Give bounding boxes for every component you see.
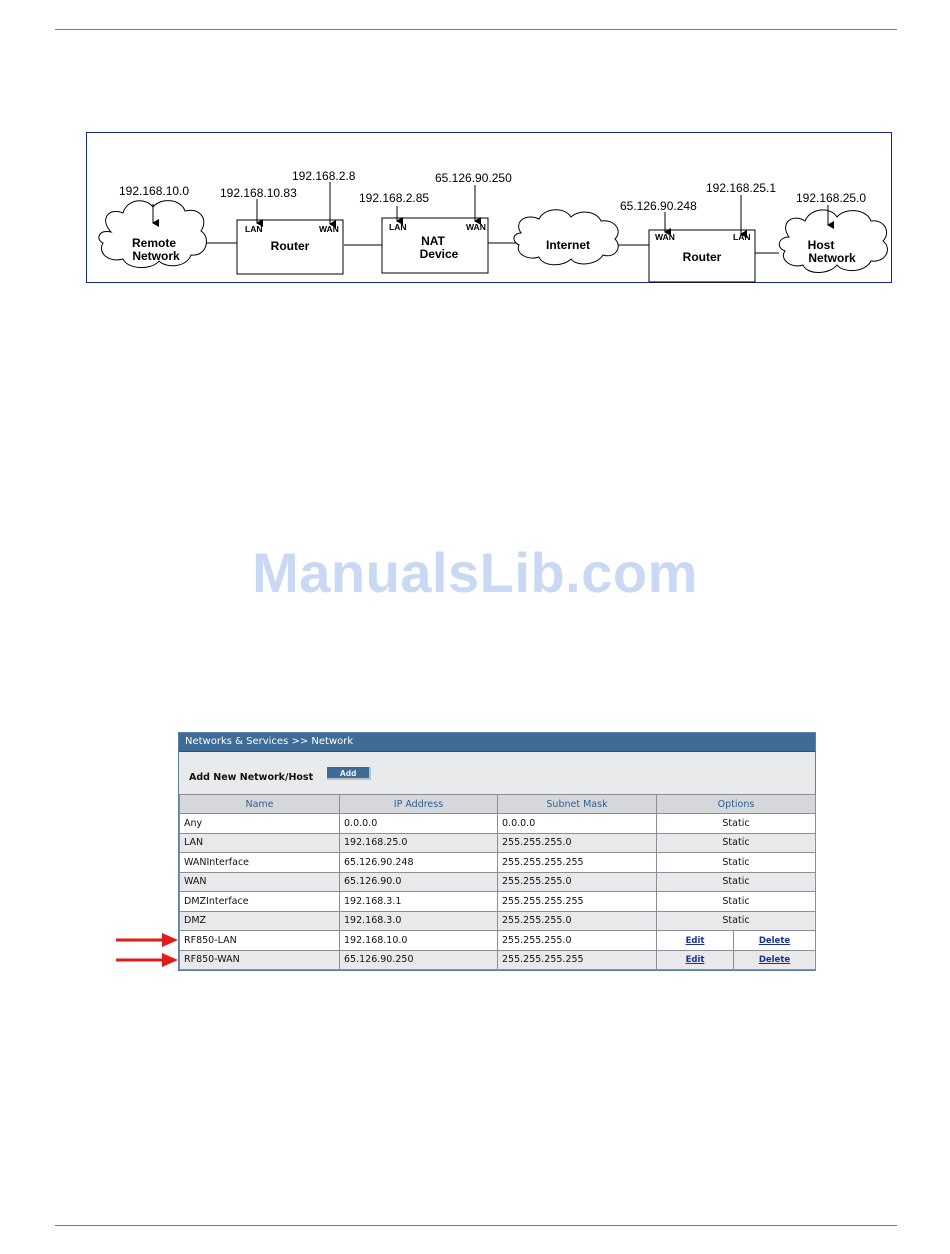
link-lines (199, 242, 779, 254)
top-rule (55, 29, 897, 30)
bottom-rule (55, 1225, 897, 1226)
nat-device-box (381, 217, 489, 274)
network-table: Name IP Address Subnet Mask Options Any … (179, 794, 816, 970)
network-diagram: 192.168.10.0 192.168.10.83 192.168.2.8 1… (86, 132, 892, 283)
row-name: LAN (179, 832, 340, 853)
row-mask: 255.255.255.255 (497, 891, 657, 912)
router1-wan-port: WAN (319, 224, 339, 234)
nat-label-line2: Device (420, 247, 459, 261)
delete-link[interactable]: Delete (758, 955, 791, 966)
delete-cell: Delete (733, 949, 816, 970)
router1-lan-port: LAN (245, 224, 262, 234)
row-ip: 192.168.10.0 (339, 930, 498, 951)
table-row: DMZInterface 192.168.3.1 255.255.255.255… (179, 891, 816, 912)
table-row: RF850-WAN 65.126.90.250 255.255.255.255 … (179, 949, 816, 970)
row-name: DMZInterface (179, 891, 340, 912)
delete-link[interactable]: Delete (758, 935, 791, 946)
column-header-subnet-mask: Subnet Mask (497, 794, 657, 814)
row-name: WANInterface (179, 852, 340, 873)
row-option: Static (656, 910, 816, 931)
ip-arrows (152, 182, 834, 238)
diagram-canvas: 192.168.10.0 192.168.10.83 192.168.2.8 1… (98, 169, 888, 283)
row-ip: 192.168.25.0 (339, 832, 498, 853)
delete-cell: Delete (733, 930, 816, 951)
red-arrow-icon (116, 933, 178, 947)
row-mask: 255.255.255.0 (497, 832, 657, 853)
table-row: RF850-LAN 192.168.10.0 255.255.255.0 Edi… (179, 930, 816, 951)
table-row: LAN 192.168.25.0 255.255.255.0 Static (179, 832, 816, 853)
nat-wan-port: WAN (466, 222, 486, 232)
row-mask: 255.255.255.0 (497, 910, 657, 931)
remote-network-cloud (98, 200, 207, 268)
ip-router2-lan: 192.168.25.1 (706, 181, 776, 195)
row-option: Static (656, 813, 816, 834)
row-ip: 192.168.3.1 (339, 891, 498, 912)
row-ip: 65.126.90.250 (339, 949, 498, 970)
row-mask: 255.255.255.0 (497, 871, 657, 892)
row-name: RF850-LAN (179, 930, 340, 951)
edit-link[interactable]: Edit (685, 935, 705, 946)
row-option: Static (656, 871, 816, 892)
network-panel: Networks & Services >> Network Add New N… (178, 732, 816, 971)
table-row: DMZ 192.168.3.0 255.255.255.0 Static (179, 910, 816, 931)
row-ip: 65.126.90.0 (339, 871, 498, 892)
row-option: Static (656, 832, 816, 853)
router2-box (648, 229, 756, 283)
router1-box (236, 219, 344, 275)
row-name: RF850-WAN (179, 949, 340, 970)
row-ip: 192.168.3.0 (339, 910, 498, 931)
red-arrow-icon (116, 953, 178, 967)
add-button[interactable]: Add (327, 767, 371, 780)
ip-remote-network: 192.168.10.0 (119, 184, 189, 198)
table-row: WAN 65.126.90.0 255.255.255.0 Static (179, 871, 816, 892)
router1-label: Router (271, 239, 310, 253)
row-ip: 0.0.0.0 (339, 813, 498, 834)
add-network-label: Add New Network/Host (189, 772, 314, 783)
ip-router1-lan: 192.168.10.83 (220, 186, 297, 200)
internet-cloud (513, 209, 619, 266)
nat-lan-port: LAN (389, 222, 406, 232)
add-network-toolbar: Add New Network/Host Add (179, 752, 815, 794)
row-mask: 0.0.0.0 (497, 813, 657, 834)
edit-cell: Edit (656, 949, 734, 970)
row-option: Static (656, 852, 816, 873)
row-name: Any (179, 813, 340, 834)
host-network-cloud (778, 209, 888, 273)
table-row: Any 0.0.0.0 0.0.0.0 Static (179, 813, 816, 834)
column-header-options: Options (656, 794, 816, 814)
edit-link[interactable]: Edit (685, 955, 705, 966)
column-header-name: Name (179, 794, 340, 814)
watermark: ManualsLib.com (252, 541, 698, 604)
ip-nat-wan: 65.126.90.250 (435, 171, 512, 185)
row-mask: 255.255.255.255 (497, 852, 657, 873)
table-row: WANInterface 65.126.90.248 255.255.255.2… (179, 852, 816, 873)
router2-wan-port: WAN (655, 232, 675, 242)
row-ip: 65.126.90.248 (339, 852, 498, 873)
router2-label: Router (683, 250, 722, 264)
remote-network-label-line1: Remote (132, 236, 176, 250)
table-header-row: Name IP Address Subnet Mask Options (179, 794, 816, 814)
row-name: DMZ (179, 910, 340, 931)
row-mask: 255.255.255.255 (497, 949, 657, 970)
ip-host-network: 192.168.25.0 (796, 191, 866, 205)
row-mask: 255.255.255.0 (497, 930, 657, 951)
row-name: WAN (179, 871, 340, 892)
host-network-label-line2: Network (808, 251, 856, 265)
row-option: Static (656, 891, 816, 912)
remote-network-label-line2: Network (132, 249, 180, 263)
column-header-ip-address: IP Address (339, 794, 498, 814)
panel-header: Networks & Services >> Network (179, 733, 815, 752)
internet-label: Internet (546, 238, 590, 252)
ip-router2-wan: 65.126.90.248 (620, 199, 697, 213)
ip-nat-lan: 192.168.2.85 (359, 191, 429, 205)
nat-label-line1: NAT (421, 234, 445, 248)
edit-cell: Edit (656, 930, 734, 951)
ip-router1-wan: 192.168.2.8 (292, 169, 356, 183)
router2-lan-port: LAN (733, 232, 750, 242)
host-network-label-line1: Host (808, 238, 835, 252)
